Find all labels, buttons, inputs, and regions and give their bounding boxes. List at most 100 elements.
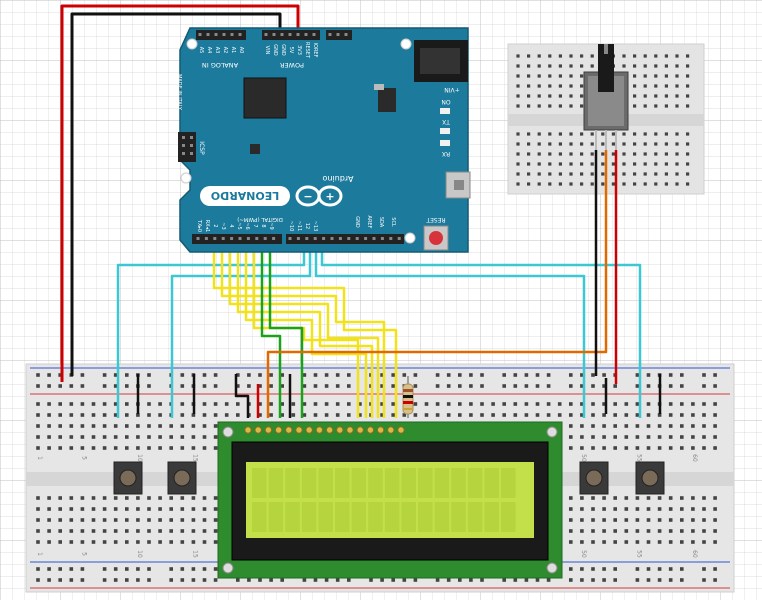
column-number-label: 50 xyxy=(580,454,587,462)
small-breadboard-hole xyxy=(675,104,679,108)
rail-hole xyxy=(391,384,395,388)
led-rx-label: RX xyxy=(442,150,450,157)
terminal-hole xyxy=(569,424,573,428)
small-breadboard-hole xyxy=(537,84,541,88)
header-pin xyxy=(198,33,202,36)
push-button-4[interactable] xyxy=(635,461,665,495)
small-breadboard-hole xyxy=(622,54,626,58)
rail-hole xyxy=(646,373,651,377)
terminal-hole xyxy=(680,424,684,428)
rail-hole xyxy=(269,373,273,377)
terminal-hole xyxy=(646,507,651,511)
terminal-hole xyxy=(269,413,273,417)
scl-label: SCL xyxy=(390,217,396,227)
terminal-hole xyxy=(158,529,162,533)
terminal-hole xyxy=(668,402,673,406)
analog-header xyxy=(196,30,246,40)
rail-hole xyxy=(569,567,573,571)
terminal-hole xyxy=(613,402,617,406)
icsp-label: ICSP xyxy=(198,141,205,155)
rail-hole xyxy=(36,373,40,377)
rail-hole xyxy=(213,567,218,571)
terminal-hole xyxy=(102,507,107,511)
small-breadboard-hole xyxy=(633,182,637,186)
terminal-hole xyxy=(569,540,573,544)
rail-hole xyxy=(569,384,573,388)
resistor-band-1 xyxy=(403,389,413,392)
rail-hole xyxy=(247,384,251,388)
terminal-hole xyxy=(236,413,240,417)
logo-loop-right xyxy=(317,185,343,207)
terminal-hole xyxy=(47,529,51,533)
resistor-band-4 xyxy=(403,408,413,410)
jumper-black-lcd-vss xyxy=(234,374,250,418)
potentiometer-shaft xyxy=(598,44,614,92)
potentiometer-shaft-slot xyxy=(604,44,608,54)
terminal-hole xyxy=(347,413,351,417)
potentiometer[interactable] xyxy=(583,44,629,150)
small-breadboard-hole xyxy=(622,142,626,146)
rail-hole xyxy=(324,373,329,377)
reset-button[interactable] xyxy=(423,225,449,251)
column-number-label: 15 xyxy=(191,454,198,462)
lcd-char-cell xyxy=(484,502,499,532)
rail-hole xyxy=(80,567,85,571)
header-pin xyxy=(246,237,250,240)
column-number-label: 55 xyxy=(635,454,642,462)
push-button-3[interactable] xyxy=(579,461,609,495)
terminal-hole xyxy=(657,518,662,522)
terminal-hole xyxy=(680,413,684,417)
terminal-hole xyxy=(613,507,617,511)
lcd-char-cell xyxy=(268,468,284,498)
terminal-hole xyxy=(657,446,662,450)
terminal-hole xyxy=(657,540,662,544)
terminal-hole xyxy=(624,540,629,544)
terminal-hole xyxy=(347,402,351,406)
small-breadboard-hole xyxy=(569,132,573,136)
terminal-hole xyxy=(624,446,629,450)
terminal-hole xyxy=(602,529,606,533)
terminal-hole xyxy=(58,402,62,406)
small-breadboard-hole xyxy=(654,94,658,98)
terminal-hole xyxy=(102,518,107,522)
push-button-2[interactable] xyxy=(167,461,197,495)
small-breadboard-hole xyxy=(590,132,594,136)
rail-hole xyxy=(380,373,384,377)
small-breadboard-hole xyxy=(633,64,637,68)
small-breadboard-hole xyxy=(622,182,626,186)
terminal-hole xyxy=(613,446,617,450)
header-pin xyxy=(288,33,292,36)
small-breadboard-hole xyxy=(569,162,573,166)
terminal-hole xyxy=(580,446,584,450)
lcd-char-cell xyxy=(368,468,383,498)
small-breadboard-hole xyxy=(580,94,584,98)
bottom-header-pins xyxy=(196,237,401,240)
terminal-hole xyxy=(324,413,329,417)
terminal-hole xyxy=(668,507,673,511)
terminal-hole xyxy=(635,446,640,450)
terminal-hole xyxy=(513,413,518,417)
terminal-hole xyxy=(602,424,606,428)
terminal-hole xyxy=(102,540,107,544)
terminal-hole xyxy=(524,413,529,417)
terminal-hole xyxy=(569,413,573,417)
small-breadboard-hole xyxy=(611,132,615,136)
terminal-hole xyxy=(36,435,40,439)
terminal-hole xyxy=(635,518,640,522)
wire-green-d9 xyxy=(268,244,304,418)
header-pin xyxy=(372,237,376,240)
push-button-4-cap xyxy=(641,469,659,487)
small-breadboard-hole xyxy=(601,142,605,146)
rail-hole xyxy=(535,373,540,377)
lcd-char-cell xyxy=(451,468,466,498)
push-button-1[interactable] xyxy=(113,461,143,495)
terminal-hole xyxy=(58,518,62,522)
analog-in-label: ANALOG IN xyxy=(202,61,238,69)
power-pin-label: IOREF xyxy=(312,43,318,58)
digital-pin-label: ~13 xyxy=(312,221,318,232)
terminal-hole xyxy=(580,496,584,500)
small-breadboard-hole xyxy=(527,182,531,186)
terminal-hole xyxy=(613,435,617,439)
terminal-hole xyxy=(91,413,96,417)
small-breadboard-hole xyxy=(686,152,690,156)
